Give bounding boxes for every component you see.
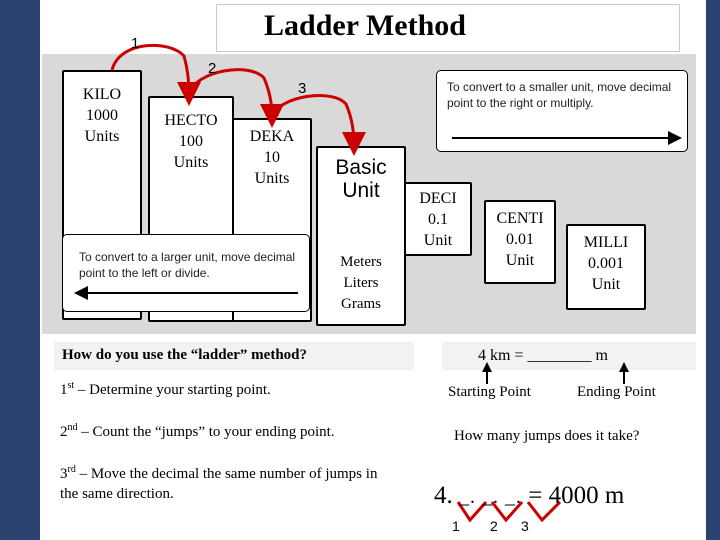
jump-number-3: 3: [298, 80, 307, 97]
larger-unit-text: To convert to a larger unit, move decima…: [79, 250, 296, 280]
deka-label: DEKA: [249, 128, 295, 145]
kilo-value: 1000: [86, 107, 118, 124]
jump-arrow-2: [187, 68, 284, 128]
left-arrow-icon: [74, 286, 298, 300]
deci-label: DECI: [419, 190, 457, 207]
answer-jump-1: [456, 501, 488, 523]
answer-blanks: _. _. _.: [459, 486, 522, 508]
ending-point-arrow-icon: [619, 362, 629, 384]
answer-jump-label-3: 3: [521, 518, 529, 534]
jump-number-1: 1: [131, 35, 140, 52]
left-band: [0, 0, 40, 540]
title-box: [216, 4, 680, 52]
basic-label: Basic: [335, 156, 387, 179]
jump-number-2: 2: [208, 60, 217, 77]
answer-jump-label-1: 1: [452, 518, 460, 534]
step-2-suffix: nd: [67, 422, 78, 433]
step-1-number: 1: [60, 382, 68, 398]
starting-point-label: Starting Point: [448, 384, 531, 400]
centi-label: CENTI: [496, 210, 544, 227]
example-problem: 4 km = ________ m: [478, 347, 608, 365]
hecto-unit: Units: [173, 154, 209, 171]
jumps-question: How many jumps does it take?: [454, 428, 640, 444]
smaller-unit-text: To convert to a smaller unit, move decim…: [447, 80, 672, 110]
step-3-suffix: rd: [67, 464, 76, 475]
step-3: 3rd – Move the decimal the same number o…: [60, 460, 390, 504]
milli-unit: Unit: [591, 276, 621, 293]
centi-unit: Unit: [505, 252, 535, 269]
step-2-text: – Count the “jumps” to your ending point…: [77, 424, 335, 440]
answer-jump-label-2: 2: [490, 518, 498, 534]
step-1-text: – Determine your starting point.: [74, 382, 271, 398]
answer-line: 4. _. _. _. = 4000 m: [434, 482, 624, 510]
deka-unit: Units: [254, 170, 290, 187]
jump-arrow-3: [270, 94, 366, 156]
answer-digit: 4.: [434, 482, 453, 509]
basic-example-grams: Grams: [341, 296, 381, 312]
kilo-unit: Units: [84, 128, 120, 145]
step-3-number: 3: [60, 466, 68, 482]
jump-arrow-1: [110, 43, 201, 106]
hecto-label: HECTO: [164, 112, 218, 129]
example-problem-left: 4 km =: [478, 347, 528, 364]
centi-value: 0.01: [506, 231, 534, 248]
larger-unit-note: To convert to a larger unit, move decima…: [62, 234, 310, 312]
right-arrow-icon: [452, 131, 682, 145]
example-problem-band: [442, 342, 696, 370]
answer-jump-2: [490, 501, 524, 523]
deci-value: 0.1: [428, 211, 448, 228]
answer-result: = 4000 m: [528, 482, 625, 509]
starting-point-arrow-icon: [482, 362, 492, 384]
step-2: 2nd – Count the “jumps” to your ending p…: [60, 418, 410, 442]
hecto-value: 100: [179, 133, 203, 150]
example-problem-blank: ________: [527, 347, 592, 364]
kilo-label: KILO: [82, 86, 122, 103]
deci-box: DECI 0.1 Unit: [404, 182, 472, 256]
right-stripe: [706, 0, 720, 540]
step-1: 1st – Determine your starting point.: [60, 376, 410, 400]
example-problem-unit: m: [591, 347, 608, 364]
milli-value: 0.001: [588, 255, 624, 272]
centi-box: CENTI 0.01 Unit: [484, 200, 556, 284]
step-1-suffix: st: [67, 380, 75, 391]
milli-box: MILLI 0.001 Unit: [566, 224, 646, 310]
deka-value: 10: [264, 149, 280, 166]
milli-label: MILLI: [583, 234, 629, 251]
basic-example-meters: Meters: [340, 254, 382, 270]
page-title: Ladder Method: [264, 9, 466, 42]
howto-question-band: [54, 342, 414, 370]
basic-example-liters: Liters: [343, 275, 379, 291]
deci-unit: Unit: [423, 232, 453, 249]
ending-point-label: Ending Point: [577, 384, 656, 400]
step-3-text: – Move the decimal the same number of ju…: [60, 466, 378, 502]
howto-question: How do you use the “ladder” method?: [62, 347, 308, 363]
answer-jump-arrows: [456, 500, 562, 523]
basic-unit-label: Unit: [342, 179, 380, 202]
answer-jump-3: [526, 500, 562, 523]
step-2-number: 2: [60, 424, 68, 440]
